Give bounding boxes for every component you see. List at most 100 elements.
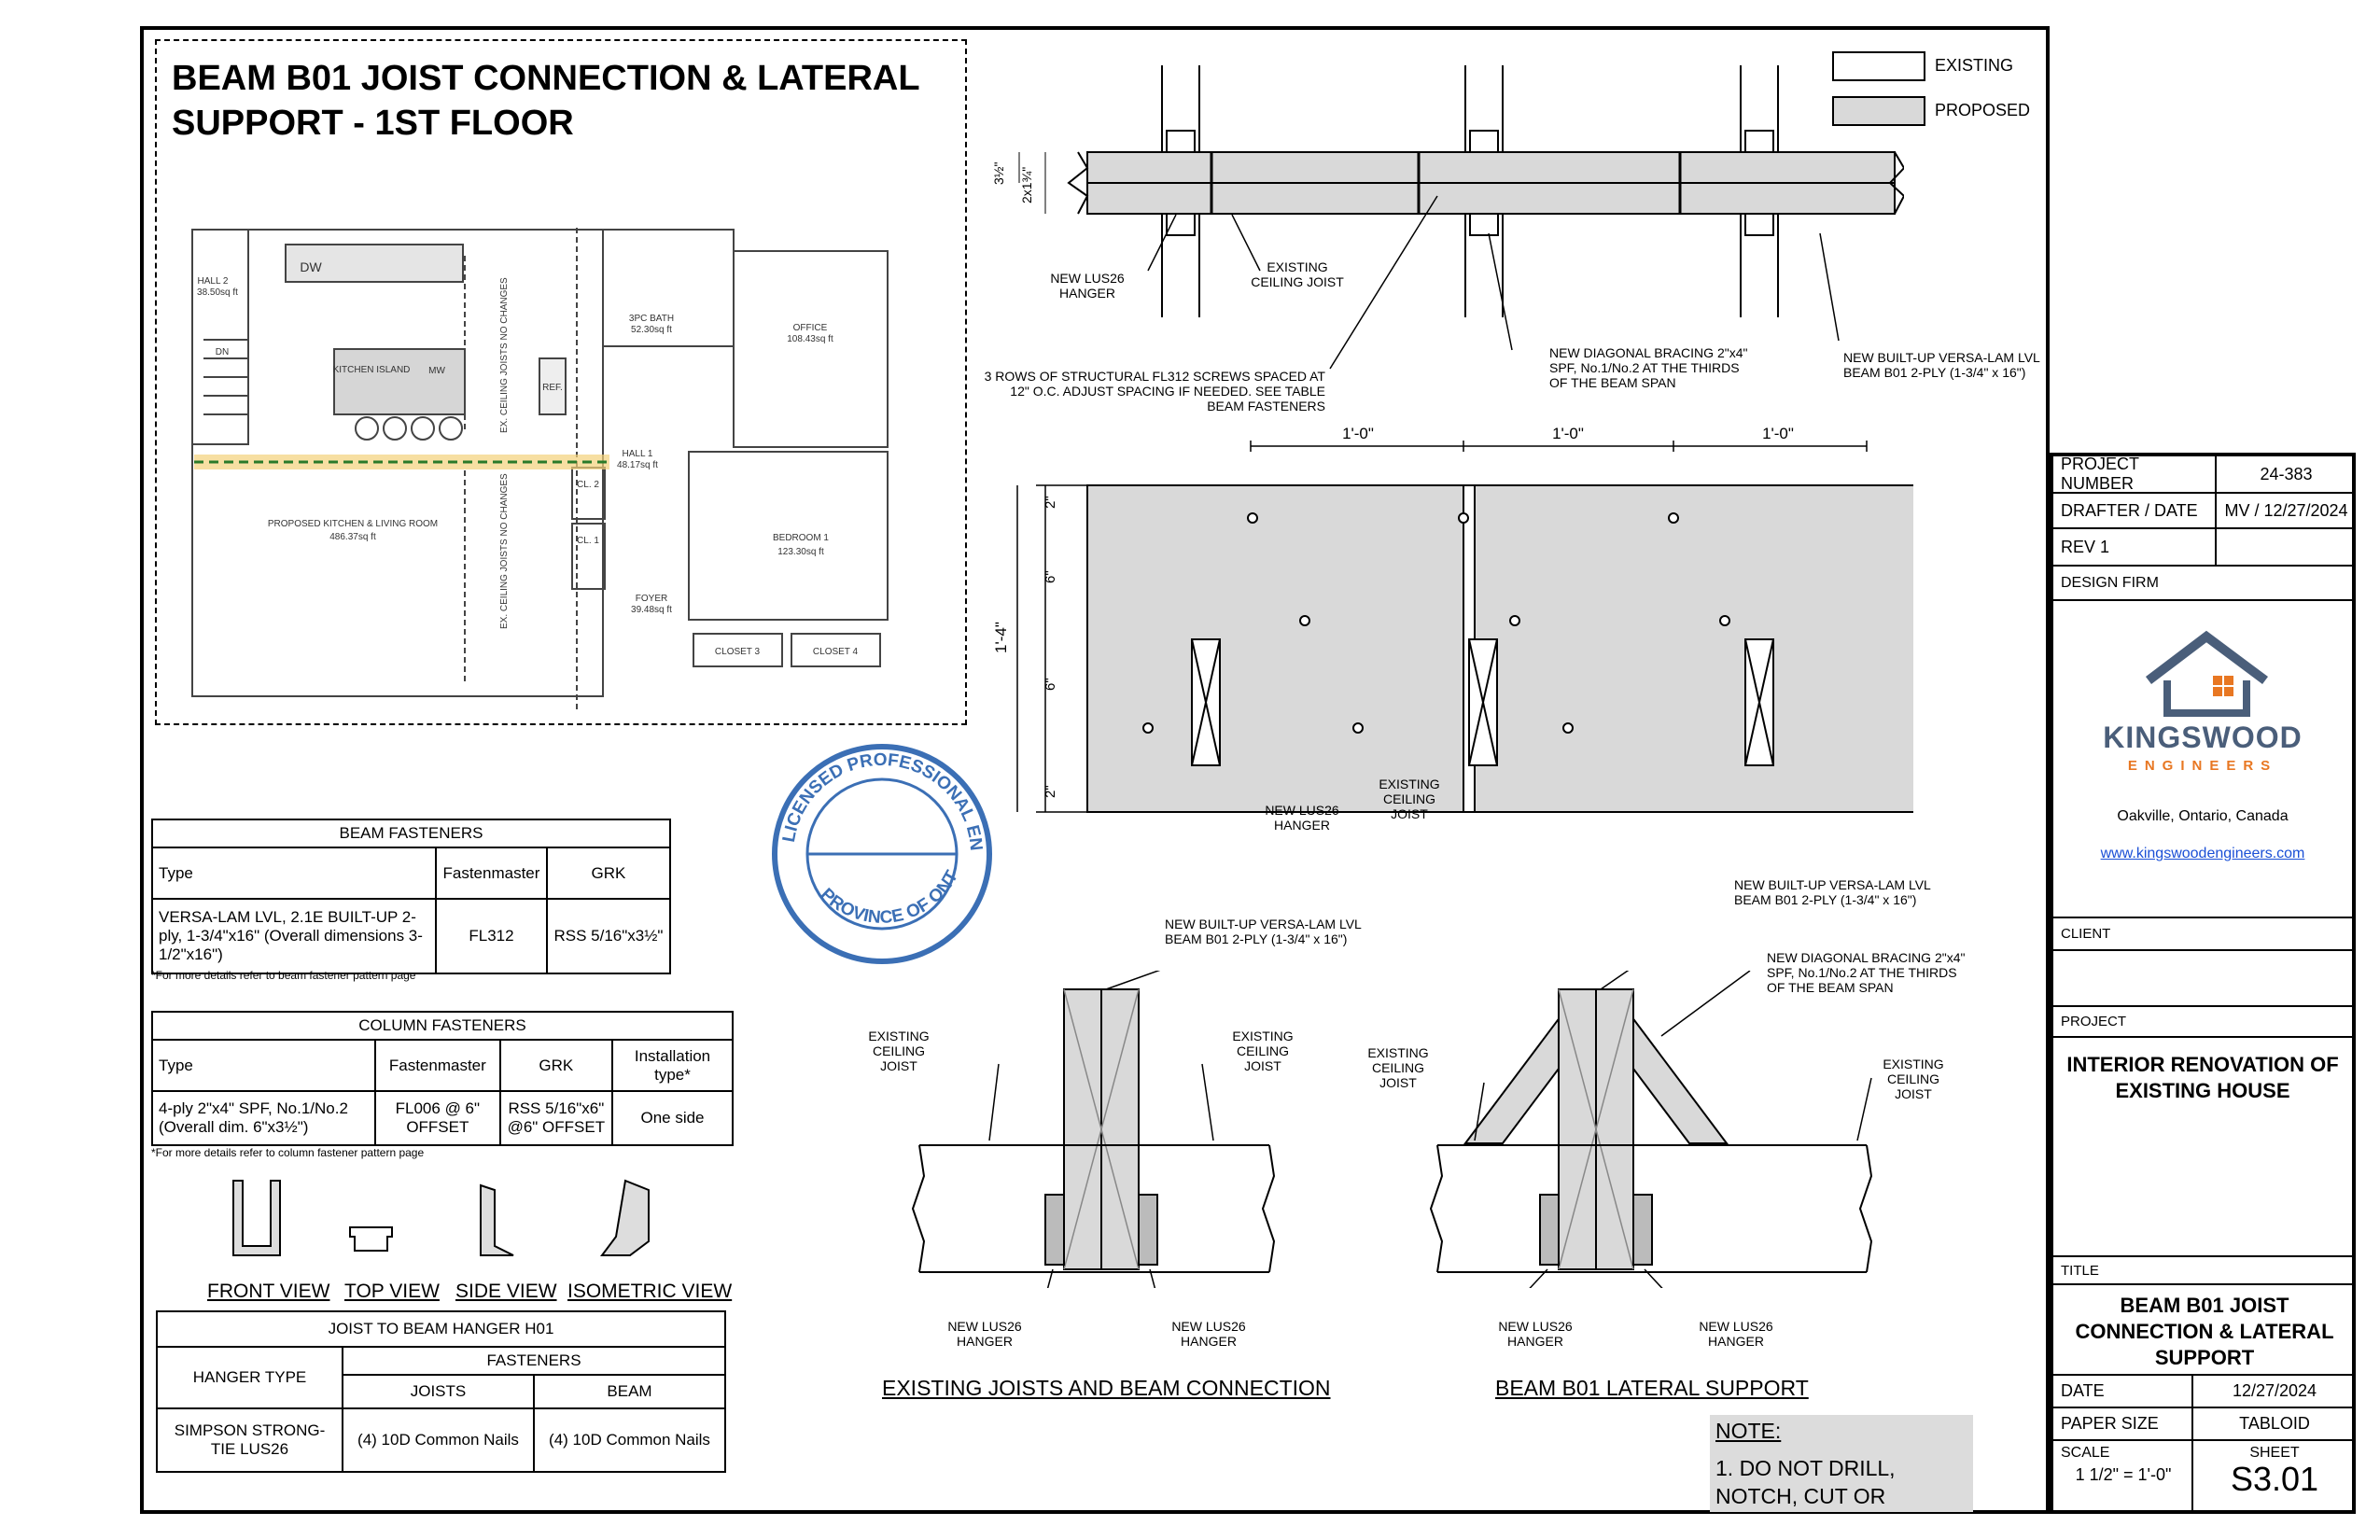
section1-beam-note: NEW BUILT-UP VERSA-LAM LVL BEAM B01 2-PL…	[1165, 917, 1362, 946]
svg-text:1'-0": 1'-0"	[1342, 425, 1374, 442]
svg-text:1'-0": 1'-0"	[1552, 425, 1584, 442]
tb-project-number: PROJECT NUMBER 24-383	[2053, 455, 2352, 494]
section1-hanger-right: NEW LUS26 HANGER	[1171, 1319, 1246, 1349]
svg-text:DW: DW	[300, 259, 322, 274]
tb-project-label: PROJECT	[2053, 1007, 2352, 1038]
section2-drawing	[1429, 971, 1873, 1288]
tb-title-label: TITLE	[2053, 1257, 2352, 1285]
firm-name: KINGSWOOD	[2103, 721, 2303, 754]
svg-text:52.30sq ft: 52.30sq ft	[631, 325, 672, 335]
svg-text:6": 6"	[1043, 678, 1058, 691]
section2-title: BEAM B01 LATERAL SUPPORT	[1495, 1376, 1809, 1400]
beam-top-view: 3½" 2x1¾"	[991, 65, 1904, 317]
room-hall1: HALL 1	[623, 449, 653, 459]
top-view-joist-label: EXISTING CEILING JOIST	[1251, 259, 1344, 289]
front-view-label: FRONT VIEW	[207, 1281, 330, 1302]
svg-text:1'-0": 1'-0"	[1762, 425, 1794, 442]
section2-hanger-left: NEW LUS26 HANGER	[1498, 1319, 1573, 1349]
tb-date: DATE 12/27/2024	[2053, 1376, 2352, 1408]
section1-title: EXISTING JOISTS AND BEAM CONNECTION	[882, 1376, 1331, 1400]
sheet-title: BEAM B01 JOIST CONNECTION & LATERAL SUPP…	[2075, 1294, 2334, 1369]
beam-fasteners-footnote: *For more details refer to beam fastener…	[151, 969, 416, 982]
section1-joist-left: EXISTING CEILING JOIST	[868, 1029, 930, 1073]
svg-text:CLOSET 3: CLOSET 3	[715, 647, 761, 657]
svg-text:EX. CEILING JOISTS NO CHANGES: EX. CEILING JOISTS NO CHANGES	[499, 473, 510, 629]
tb-project: INTERIOR RENOVATION OF EXISTING HOUSE	[2053, 1038, 2352, 1257]
column-fasteners-table: COLUMN FASTENERS Type Fastenmaster GRK I…	[151, 1011, 734, 1146]
drawing-frame	[140, 26, 2050, 1514]
hanger-front-icon	[232, 1180, 281, 1256]
legend-existing-swatch	[1832, 51, 1925, 81]
beam-elevation: 1'-0" 1'-0" 1'-0" 1'-4" 2" 6" 6" 2"	[992, 425, 1913, 813]
side-view-label: SIDE VIEW	[455, 1281, 557, 1302]
tb-design-firm: KINGSWOOD ENGINEERS Oakville, Ontario, C…	[2053, 601, 2352, 918]
tb-scale-sheet: SCALE 1 1/2" = 1'-0" SHEET S3.01	[2053, 1441, 2352, 1514]
tb-client-label: CLIENT	[2053, 918, 2352, 951]
engineer-stamp: LICENSED PROFESSIONAL ENGINEER PROVINCE …	[765, 737, 992, 964]
project-name: INTERIOR RENOVATION OF EXISTING HOUSE	[2066, 1053, 2339, 1102]
sheet-number: S3.01	[2230, 1460, 2319, 1498]
section2-beam-note: NEW BUILT-UP VERSA-LAM LVL BEAM B01 2-PL…	[1734, 877, 1931, 907]
floor-plan-drawing: HALL 2 38.50sq ft DW DN KITCHEN ISLAND M…	[191, 228, 889, 713]
svg-text:2": 2"	[1043, 496, 1058, 509]
svg-text:DN: DN	[216, 347, 229, 357]
note-box: NOTE: 1. DO NOT DRILL, NOTCH, CUT OR	[1710, 1415, 1973, 1512]
legend-proposed-label: PROPOSED	[1935, 101, 2031, 119]
room-hall2: HALL 2	[198, 276, 229, 287]
svg-text:486.37sq ft: 486.37sq ft	[329, 532, 376, 542]
section2-bracing-note: NEW DIAGONAL BRACING 2"x4" SPF, No.1/No.…	[1767, 950, 1966, 995]
elevation-hanger-label: NEW LUS26 HANGER	[1265, 803, 1339, 833]
room-bath: 3PC BATH	[629, 314, 674, 324]
section1-drawing	[911, 971, 1276, 1288]
title-block: PROJECT NUMBER 24-383 DRAFTER / DATE MV …	[2050, 453, 2356, 1514]
room-office: OFFICE	[793, 323, 828, 333]
room-kitchen-island: KITCHEN ISLAND	[333, 365, 411, 375]
legend-existing-label: EXISTING	[1935, 56, 2014, 75]
svg-text:MW: MW	[428, 366, 445, 376]
top-view-hanger-label: NEW LUS26 HANGER	[1050, 271, 1125, 301]
svg-text:2": 2"	[1043, 785, 1058, 798]
hanger-table: JOIST TO BEAM HANGER H01 HANGER TYPE FAS…	[156, 1310, 726, 1473]
column-fasteners-footnote: *For more details refer to column fasten…	[151, 1146, 425, 1159]
screws-note: 3 ROWS OF STRUCTURAL FL312 SCREWS SPACED…	[984, 369, 1325, 413]
svg-text:108.43sq ft: 108.43sq ft	[787, 334, 833, 344]
svg-text:CL. 1: CL. 1	[577, 536, 599, 546]
beam-fasteners-table: BEAM FASTENERS Type Fastenmaster GRK VER…	[151, 819, 672, 974]
scale-value: 1 1/2" = 1'-0"	[2075, 1465, 2172, 1484]
room-bedroom: BEDROOM 1	[773, 533, 829, 543]
firm-sub: ENGINEERS	[2127, 758, 2278, 774]
hanger-views-drawing	[232, 1179, 650, 1256]
hanger-side-icon	[480, 1183, 514, 1256]
tb-client	[2053, 951, 2352, 1007]
tb-paper: PAPER SIZE TABLOID	[2053, 1408, 2352, 1441]
section1-joist-right: EXISTING CEILING JOIST	[1232, 1029, 1294, 1073]
section1-hanger-left: NEW LUS26 HANGER	[947, 1319, 1022, 1349]
hanger-top-icon	[349, 1226, 393, 1252]
svg-text:1'-4": 1'-4"	[992, 622, 1010, 653]
svg-text:38.50sq ft: 38.50sq ft	[197, 287, 238, 298]
svg-text:48.17sq ft: 48.17sq ft	[617, 460, 658, 470]
bracing-note-top: NEW DIAGONAL BRACING 2"x4" SPF, No.1/No.…	[1549, 345, 1748, 390]
svg-text:REF.: REF.	[542, 383, 563, 393]
svg-text:CL. 2: CL. 2	[577, 480, 599, 490]
svg-text:6": 6"	[1043, 570, 1058, 583]
section2-joist-left: EXISTING CEILING JOIST	[1367, 1045, 1429, 1090]
elevation-joist-label: EXISTING CEILING JOIST	[1379, 777, 1440, 821]
beam-b01-highlight	[194, 455, 609, 469]
section2-hanger-right: NEW LUS26 HANGER	[1699, 1319, 1773, 1349]
tb-rev: REV 1	[2053, 529, 2352, 567]
tb-design-firm-label: DESIGN FIRM	[2053, 567, 2352, 601]
hanger-isometric-icon	[600, 1179, 650, 1256]
kingswood-logo-icon	[2145, 630, 2268, 717]
section2-joist-right: EXISTING CEILING JOIST	[1883, 1057, 1944, 1101]
svg-text:CLOSET 4: CLOSET 4	[813, 647, 859, 657]
legend-proposed-swatch	[1832, 96, 1925, 126]
firm-location: Oakville, Ontario, Canada	[2117, 808, 2289, 824]
tb-title: BEAM B01 JOIST CONNECTION & LATERAL SUPP…	[2053, 1285, 2352, 1376]
svg-text:123.30sq ft: 123.30sq ft	[777, 547, 824, 557]
plan-title: BEAM B01 JOIST CONNECTION & LATERAL SUPP…	[172, 59, 920, 143]
svg-text:3½": 3½"	[991, 162, 1006, 185]
firm-url-link[interactable]: www.kingswoodengineers.com	[2100, 846, 2305, 861]
svg-text:2x1¾": 2x1¾"	[1019, 167, 1034, 203]
beam-note-top: NEW BUILT-UP VERSA-LAM LVL BEAM B01 2-PL…	[1843, 350, 2040, 380]
